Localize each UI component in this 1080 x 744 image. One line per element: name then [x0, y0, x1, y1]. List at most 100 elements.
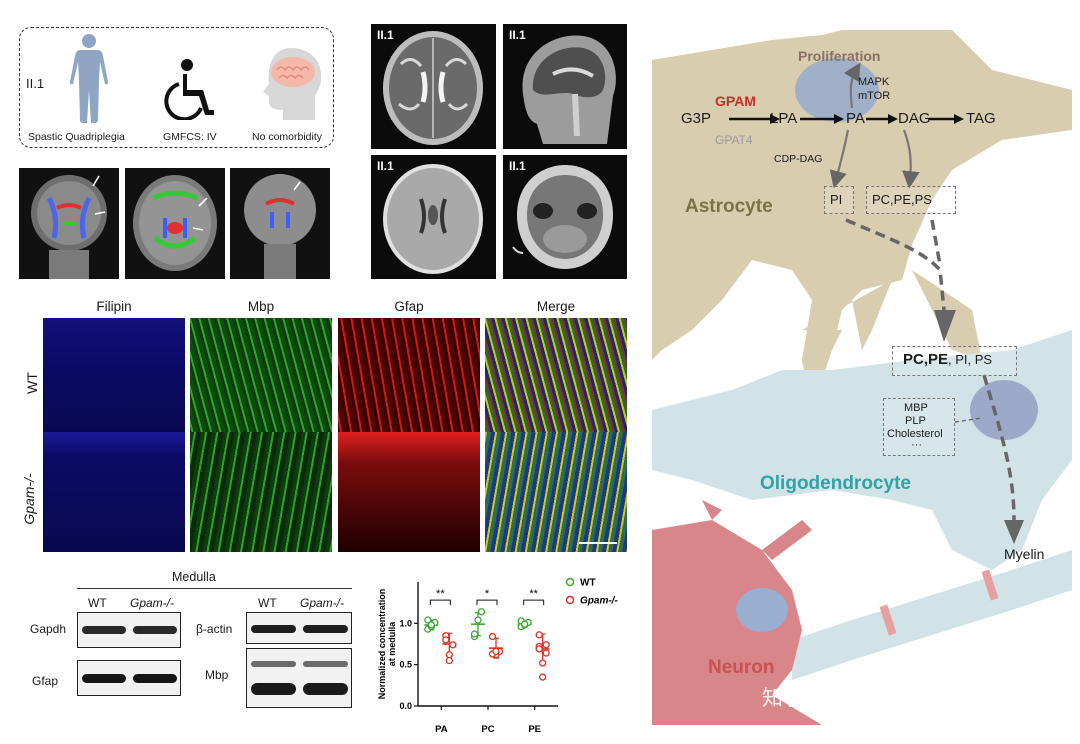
mri-label: II.1: [377, 159, 394, 173]
human-body-icon: [70, 34, 108, 123]
label-tag: TAG: [966, 110, 996, 127]
blot-gfap: [77, 660, 181, 696]
label-gpat4: GPAT4: [715, 133, 753, 147]
legend-marker: [565, 577, 575, 587]
label-pa: PA: [846, 110, 865, 127]
microscopy-gpam-filipin: [43, 432, 185, 552]
label-mtor: mTOR: [858, 90, 891, 102]
y-axis-label: Normalized concentrationat medulla: [378, 589, 397, 700]
caption-comorbidity: No comorbidity: [252, 131, 323, 143]
label-oligodendrocyte: Oligodendrocyte: [760, 473, 911, 494]
caption-spastic: Spastic Quadriplegia: [28, 131, 125, 143]
microscopy-gpam-mbp: [190, 432, 332, 552]
label-dag: DAG: [898, 110, 931, 127]
mri-axial-t1: II.1: [371, 155, 496, 279]
column-header-filipin: Filipin: [96, 299, 132, 314]
data-point: [474, 616, 482, 624]
microscopy-wt-merge: [485, 318, 627, 438]
label-lpa: LPA: [770, 110, 798, 127]
y-tick-label: 0.0: [399, 701, 412, 711]
mri-label: II.1: [509, 159, 526, 173]
data-point: [542, 649, 550, 657]
watermark-text: 知乎 @逻辑神经科学: [762, 686, 958, 710]
significance-bracket: [476, 599, 498, 606]
wheelchair-icon: [164, 59, 214, 120]
label-mapk: MAPK: [858, 76, 890, 88]
box-oligo-lipids: PC,PE, PI, PS: [892, 346, 1017, 376]
label-cdp-dag: CDP-DAG: [774, 153, 823, 165]
significance-label: *: [485, 588, 490, 600]
microscopy-gpam-merge: [485, 432, 627, 552]
lane-label-wt-left: WT: [88, 596, 107, 610]
data-point: [535, 631, 543, 639]
significance-bracket: [523, 599, 545, 606]
dti-axial-image: [125, 168, 225, 279]
data-point: [539, 673, 547, 681]
label-pc-pe-bold: PC,PE: [903, 351, 949, 368]
data-point: [542, 641, 550, 649]
row-header-wt: WT: [24, 372, 40, 394]
y-tick-label: 1.0: [399, 618, 412, 628]
caption-gmfcs: GMFCS: IV: [163, 131, 217, 143]
data-point: [445, 651, 453, 659]
head-brain-icon: [263, 48, 322, 120]
data-point: [470, 630, 479, 638]
box-pi: PI: [824, 186, 854, 214]
box-pc-pe-ps: PC,PE,PS: [866, 186, 956, 214]
legend-label: Gpam-/-: [580, 596, 618, 607]
data-point: [521, 620, 529, 628]
column-header-merge: Merge: [536, 299, 576, 314]
label-myelin: Myelin: [1004, 546, 1045, 562]
significance-label: **: [436, 588, 445, 600]
label-plp: PLP: [905, 415, 926, 427]
data-point: [445, 656, 453, 665]
microscopy-wt-gfap: [338, 318, 480, 438]
cell-illustration: [652, 30, 1072, 725]
microscopy-wt-filipin: [43, 318, 185, 438]
scale-bar: [579, 542, 617, 544]
label-pi: PI: [830, 192, 843, 207]
data-point: [449, 641, 457, 649]
data-point: [535, 645, 543, 653]
x-tick-label-pa: PA: [435, 724, 448, 735]
mri-axial-t2: II.1: [371, 24, 496, 149]
label-pi-ps: , PI, PS: [948, 352, 993, 367]
box-myelin-components: MBP PLP Cholesterol ···: [883, 398, 955, 456]
x-tick-label-pc: PC: [481, 724, 494, 735]
label-g3p: G3P: [681, 110, 712, 127]
western-title-rule: [77, 588, 352, 589]
mri-label: II.1: [509, 28, 526, 42]
data-point: [424, 616, 432, 624]
dti-coronal-image: [19, 168, 119, 279]
label-oligo-lipids: PC,PE, PI, PS: [903, 351, 992, 368]
lane-label-gpam-right: Gpam-/-: [300, 596, 345, 610]
blot-label-beta-actin: β-actin: [196, 622, 233, 636]
blot-beta-actin: [246, 612, 352, 644]
patient-summary-panel: II.1 Spastic Quadriplegia GMFCS: IV No c…: [19, 27, 334, 148]
data-point: [427, 621, 435, 629]
data-point: [539, 659, 547, 667]
label-cholesterol: Cholesterol: [887, 428, 943, 440]
x-tick-label-pe: PE: [528, 724, 541, 735]
y-tick-label: 0.5: [399, 660, 412, 670]
lane-label-wt-right: WT: [258, 596, 277, 610]
microscopy-wt-mbp: [190, 318, 332, 438]
mri-label: II.1: [377, 28, 394, 42]
label-neuron: Neuron: [708, 657, 775, 678]
label-gpam: GPAM: [715, 93, 756, 109]
data-point: [477, 608, 486, 616]
row-header-gpam: Gpam-/-: [21, 473, 37, 525]
legend-label: WT: [580, 578, 596, 589]
western-title: Medulla: [172, 570, 216, 584]
blot-label-mbp: Mbp: [205, 668, 229, 682]
patient-id-label: II.1: [26, 76, 45, 91]
label-astrocyte: Astrocyte: [685, 196, 773, 217]
blot-gapdh: [77, 612, 181, 648]
column-header-gfap: Gfap: [394, 299, 424, 314]
data-point: [442, 636, 450, 644]
lane-label-gpam-left: Gpam-/-: [130, 596, 175, 610]
data-point: [488, 632, 497, 641]
mechanism-diagram: Proliferation MAPK mTOR GPAM GPAT4 G3P L…: [652, 30, 1072, 725]
label-mbp: MBP: [904, 402, 928, 414]
